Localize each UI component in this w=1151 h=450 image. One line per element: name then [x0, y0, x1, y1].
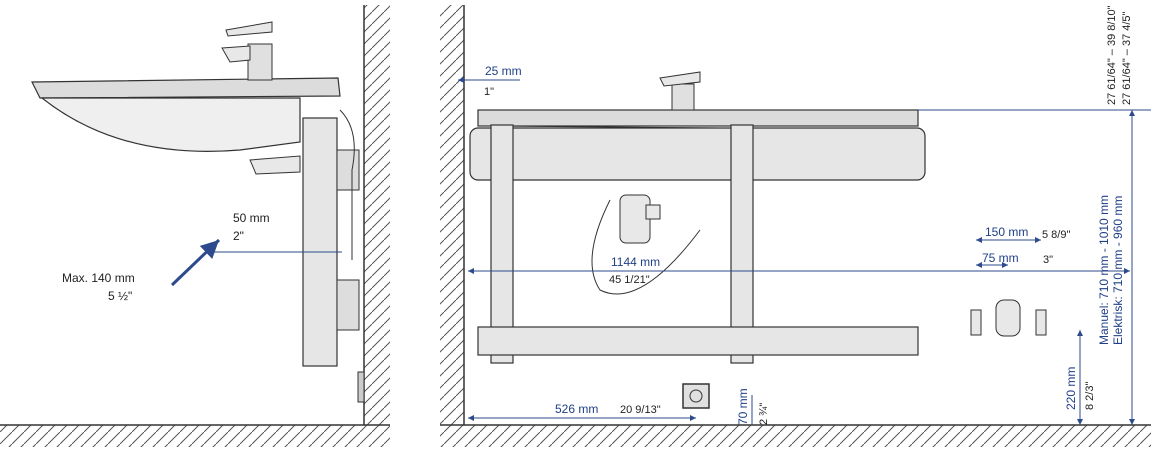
max-depth-arrow-icon: [170, 238, 221, 287]
side-wall: [364, 5, 390, 425]
clearance-mm-label: 50 mm: [233, 211, 270, 225]
socket-height-in-label: 2 ¾": [758, 403, 770, 425]
max-depth-in-label: 5 ½": [108, 289, 132, 303]
electric-range-in-label: 27 61/64" – 37 4/5": [1121, 11, 1133, 105]
socket-offset-mm-label: 526 mm: [555, 402, 598, 416]
valves-icon: [970, 299, 1047, 337]
front-basin-top: [477, 109, 919, 127]
manual-range-in-label: 27 61/64" – 39 8/10": [1106, 5, 1118, 105]
electric-range-label: Elektrisk: 710 mm - 960 mm: [1111, 196, 1125, 345]
front-wall: [440, 5, 464, 425]
socket-height-mm-label: 70 mm: [736, 388, 750, 425]
front-trap-icon: [591, 194, 701, 295]
drain-offset-in-label: 3": [1043, 254, 1053, 266]
manual-range-label: Manuel: 710 mm - 1010 mm: [1097, 195, 1111, 345]
front-column-left: [490, 124, 514, 364]
side-basin-bowl: [40, 97, 301, 152]
side-column: [302, 117, 338, 367]
front-floor: [440, 425, 1151, 447]
side-basin-top: [31, 77, 341, 99]
wall-gap-in-label: 1": [484, 86, 494, 98]
clearance-in-label: 2": [233, 229, 244, 243]
drain-height-in-label: 8 2/3": [1084, 382, 1096, 410]
front-view: 25 mm 1" 1144 mm 45 1/21" 526 mm 20 9/13…: [440, 5, 1151, 447]
front-faucet-icon: [659, 71, 701, 111]
width-mm-label: 1144 mm: [611, 255, 660, 269]
drain-height-mm-label: 220 mm: [1064, 367, 1078, 410]
max-depth-mm-label: Max. 140 mm: [62, 271, 135, 285]
wall-gap-mm-label: 25 mm: [485, 64, 522, 78]
valve-spacing-mm-label: 150 mm: [985, 225, 1028, 239]
valve-spacing-in-label: 5 8/9": [1042, 229, 1070, 241]
socket-icon: [682, 383, 710, 409]
front-housing: [469, 127, 926, 181]
side-view: 50 mm 2" Max. 140 mm 5 ½": [0, 5, 390, 447]
socket-offset-in-label: 20 9/13": [620, 404, 661, 416]
front-column-right: [730, 124, 754, 364]
width-in-label: 45 1/21": [609, 274, 650, 286]
side-floor: [0, 425, 390, 447]
front-bottom-rail: [477, 326, 919, 356]
drain-offset-mm-label: 75 mm: [982, 251, 1019, 265]
side-faucet-icon: [221, 21, 273, 81]
